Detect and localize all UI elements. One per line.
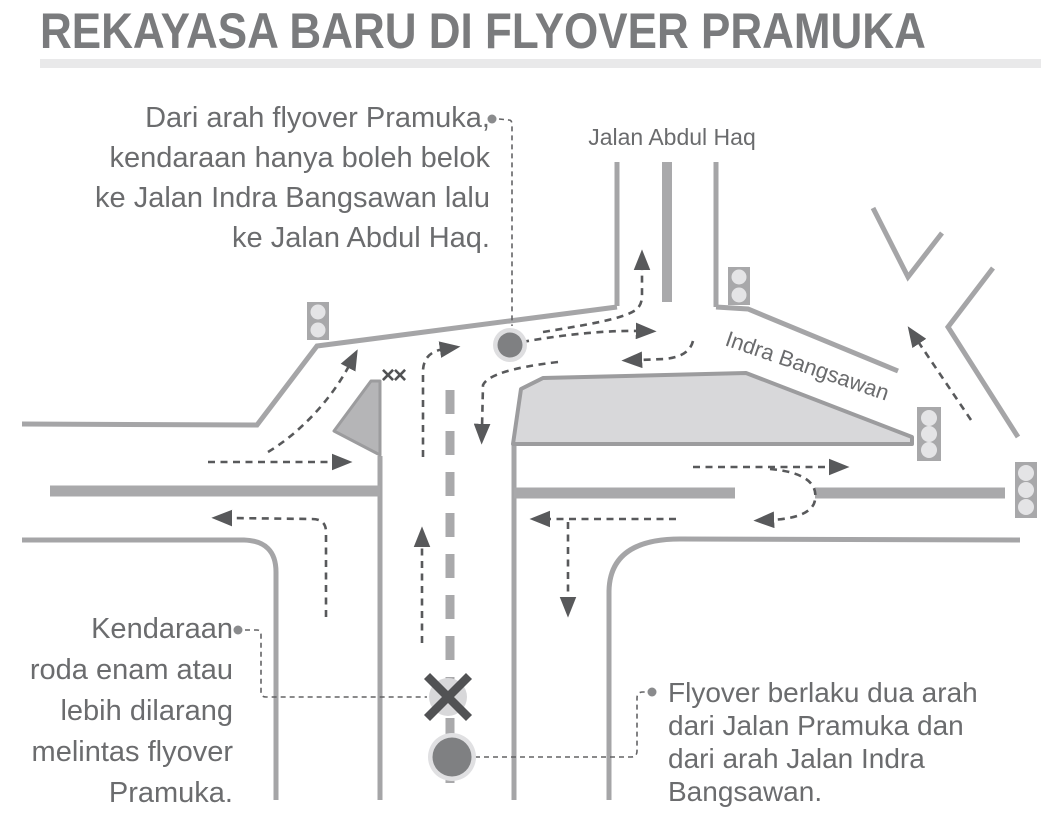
page-title: REKAYASA BARU DI FLYOVER PRAMUKA — [40, 3, 926, 59]
leader-bottom-right-note — [475, 691, 645, 758]
flow-arrow-flyover-entry-south — [473, 360, 559, 445]
road-main-right-bottom-edge — [606, 536, 1021, 800]
ramp-gore-triangle — [332, 379, 382, 457]
road-main-left-bottom-edge — [22, 537, 279, 800]
flyover-point-marker — [428, 733, 476, 781]
note-line: kendaraan hanya boleh belok — [109, 142, 490, 174]
road-indra-bangsawan-top-edge — [715, 304, 899, 374]
flyover-deck — [511, 371, 914, 446]
flow-arrow-from-indra-bangsawan — [621, 340, 695, 369]
note-line: lebih dilarang — [60, 695, 233, 727]
traffic-flow-arrows — [208, 249, 973, 643]
flow-arrow-flyover-exit-right — [421, 341, 461, 457]
flow-arrow-onto-ramp — [267, 349, 358, 454]
flow-arrow-to-abdul-haq — [542, 249, 651, 334]
note-bottom-left: Kendaraan roda enam atau lebih dilarang … — [0, 609, 233, 814]
callout-leader-lines — [245, 118, 645, 758]
no-entry-x-marker — [423, 672, 473, 722]
traffic-light-icon-east — [1015, 462, 1037, 518]
note-bottom-right: Flyover berlaku dua arah dari Jalan Pram… — [668, 676, 1041, 808]
bullet-bottom-right-note — [647, 687, 657, 697]
flow-arrow-west-from-south — [211, 509, 328, 617]
note-top-left: Dari arah flyover Pramuka, kendaraan han… — [0, 98, 490, 258]
traffic-light-icon-deck-end — [917, 407, 941, 461]
leader-bottom-left-note — [245, 629, 427, 698]
traffic-light-icon-west — [307, 302, 329, 340]
road-main-left-top-edge — [21, 304, 618, 428]
note-line: Pramuka. — [108, 777, 233, 809]
road-branch-v-top-right — [870, 206, 944, 282]
note-line: roda enam atau — [29, 654, 233, 686]
note-line: ke Jalan Indra Bangsawan lalu — [95, 182, 490, 214]
road-medians — [50, 162, 1005, 800]
junction-point-marker — [493, 328, 527, 362]
note-line: Dari arah flyover Pramuka, — [145, 102, 490, 134]
note-line: ke Jalan Abdul Haq. — [232, 222, 490, 254]
bullet-bottom-left-note — [233, 625, 243, 635]
closed-lane-xx-marks: ×× — [381, 362, 407, 389]
flow-arrow-to-indra-bangsawan — [521, 322, 657, 344]
label-jalan-abdul-haq: Jalan Abdul Haq — [588, 124, 756, 150]
note-line: Bangsawan. — [668, 776, 823, 807]
note-line: Kendaraan — [91, 613, 233, 645]
road-outlines — [21, 162, 1021, 800]
flow-arrow-u-turn — [753, 467, 817, 529]
traffic-light-icon-north — [728, 267, 750, 305]
note-line: Flyover berlaku dua arah — [668, 677, 978, 708]
title-underline — [40, 59, 1041, 68]
road-branch-right — [944, 266, 1021, 439]
note-line: dari Jalan Pramuka dan — [668, 710, 964, 741]
flow-arrow-northeast-branch — [907, 326, 973, 421]
leader-top-left-note — [498, 118, 513, 326]
note-line: dari arah Jalan Indra — [668, 743, 925, 774]
bullet-top-left-note — [487, 114, 497, 124]
note-line: melintas flyover — [31, 736, 233, 768]
